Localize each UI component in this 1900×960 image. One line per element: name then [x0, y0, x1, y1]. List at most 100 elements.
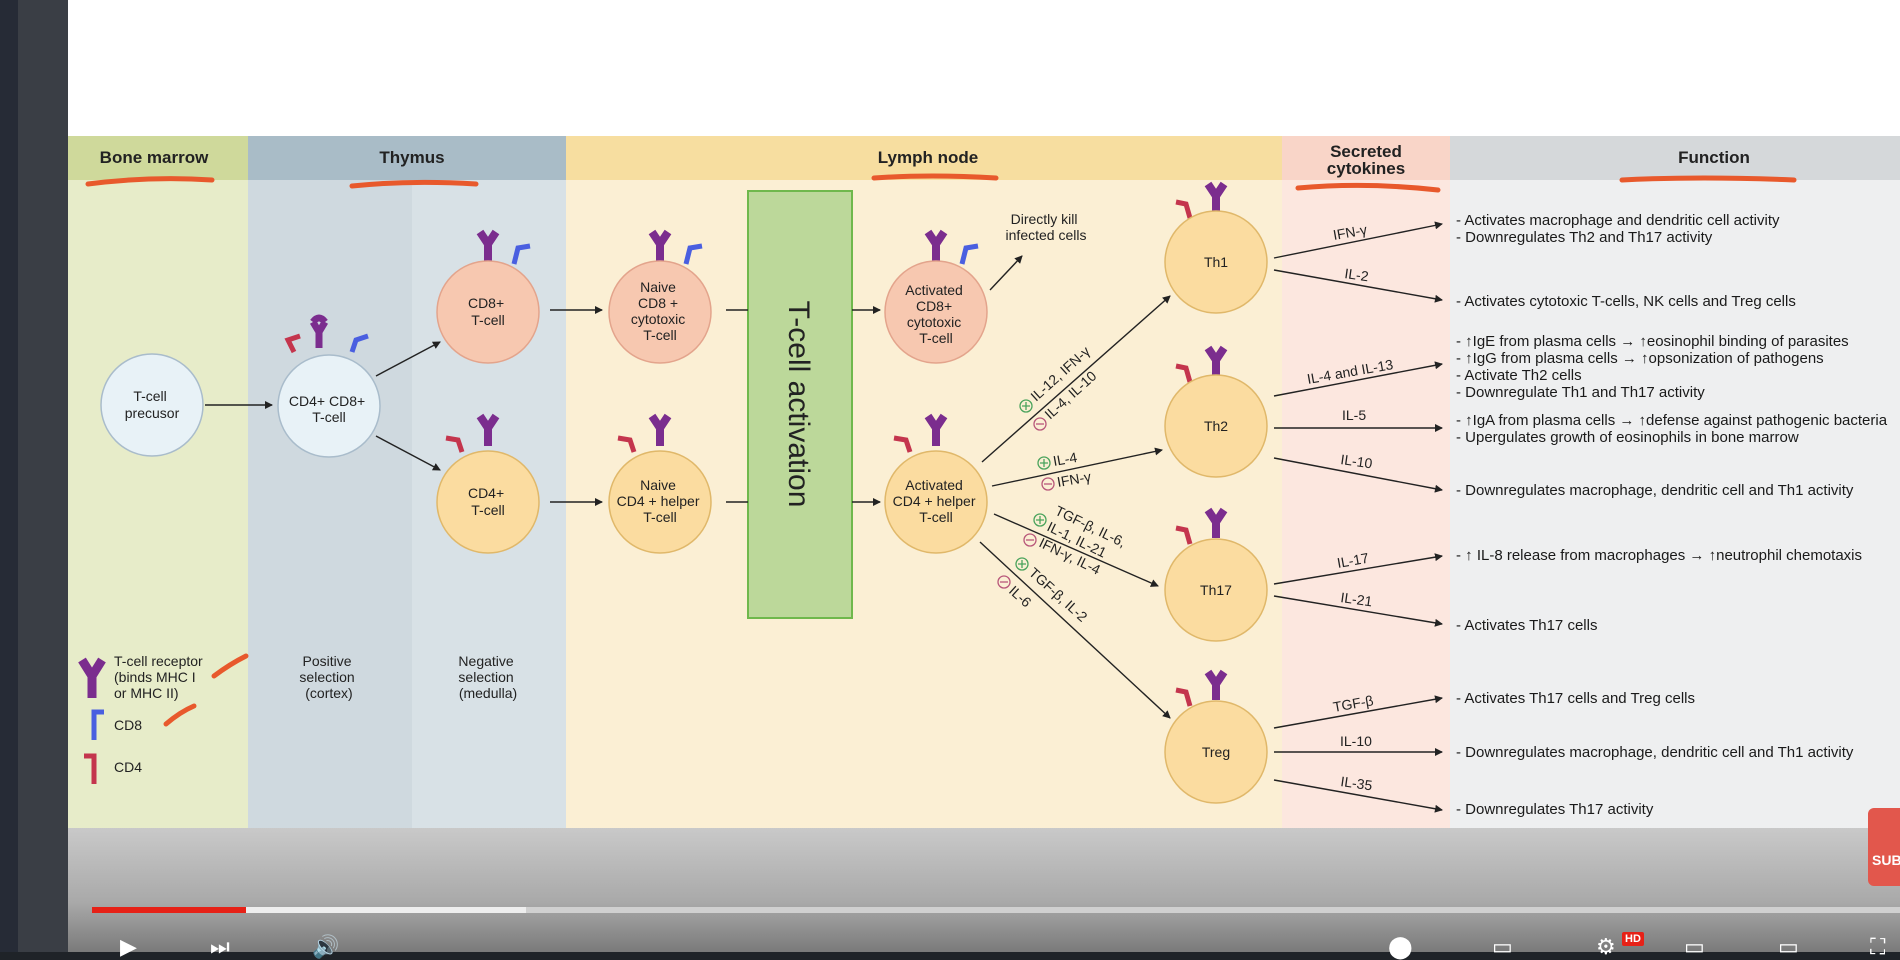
- hd-badge: HD: [1622, 932, 1644, 946]
- t-cell-activation-label: T-cell activation: [782, 301, 815, 508]
- legend-annotation-2: [163, 703, 197, 727]
- arrow-dp-to-cd8: [375, 341, 441, 377]
- plus-icon: [1022, 402, 1030, 410]
- precursor-label: T-cell precusor: [125, 388, 180, 421]
- arrow-to-treg: [979, 541, 1171, 719]
- arrow-il4: [1273, 361, 1443, 397]
- double-positive-label: CD4+ CD8+ T-cell: [289, 393, 369, 425]
- naive-cd4-cell: [608, 450, 712, 554]
- underline-function: [1619, 175, 1797, 183]
- th2-inhibitors: IFN-γ: [1056, 468, 1092, 490]
- function-list: - Activates macrophage and dendritic cel…: [1456, 212, 1888, 818]
- tcr-icon: [476, 413, 500, 446]
- arrow-tgf: [1273, 695, 1443, 729]
- function-item: - ↑IgE from plasma cells → ↑eosinophil b…: [1456, 333, 1849, 350]
- volume-icon[interactable]: 🔊: [312, 934, 340, 959]
- cd8-legend-label: CD8: [114, 717, 142, 733]
- arrow-to-th1: [981, 295, 1171, 463]
- cd4-icon: [1175, 687, 1193, 707]
- tcr-icon: [648, 413, 672, 446]
- treg-cell: [1164, 700, 1268, 804]
- receptor-icons: [284, 181, 1228, 707]
- function-item: - Downregulates Th2 and Th17 activity: [1456, 229, 1713, 246]
- t-cell-activation-box: [747, 190, 853, 619]
- cd8-icon: [349, 333, 369, 353]
- theater-mode-icon[interactable]: ▭: [1778, 934, 1799, 959]
- function-item: - ↑IgA from plasma cells → ↑defense agai…: [1456, 412, 1888, 429]
- arrow-il17: [1273, 553, 1443, 585]
- cd4-icon: [445, 435, 465, 453]
- underline-lymph-node: [871, 173, 999, 181]
- tcr-icon: [1204, 181, 1228, 212]
- th1-cell: [1164, 210, 1268, 314]
- fullscreen-icon[interactable]: ⛶: [1870, 934, 1886, 959]
- play-icon[interactable]: ▶: [120, 934, 137, 959]
- browser-sidebar: [0, 0, 18, 952]
- tcr-icon: [309, 314, 329, 348]
- plus-icon: [1018, 560, 1026, 568]
- cd4-icon: [893, 435, 913, 453]
- cd4-icon: [1175, 525, 1193, 545]
- positive-selection-label: Positive selection (cortex): [299, 653, 358, 701]
- cd8-cell: [436, 260, 540, 364]
- cd4-icon: [1175, 199, 1193, 219]
- video-frame-bottom: [68, 828, 1900, 952]
- activated-cd8-label: Activated CD8+ cytotoxic T-cell: [905, 282, 966, 346]
- cytokine-il10: IL-10: [1340, 451, 1374, 471]
- naive-cd8-cell: [608, 260, 712, 364]
- minus-icon: [997, 575, 1011, 589]
- receptor-legend: T-cell receptor (binds MHC I or MHC II) …: [78, 653, 203, 784]
- pathway-arrows: [205, 221, 1443, 813]
- arrow-to-th2: [991, 447, 1163, 487]
- naive-cd8-label: Naive CD8 + cytotoxic T-cell: [631, 279, 689, 343]
- cytokine-il17: IL-17: [1336, 550, 1370, 571]
- function-item: - Downregulate Th1 and Th17 activity: [1456, 384, 1705, 401]
- function-item: - ↑IgG from plasma cells → ↑opsonization…: [1456, 350, 1824, 367]
- function-column: [1450, 136, 1900, 828]
- underline-cytokines: [1295, 182, 1441, 193]
- header-lymph-node: Lymph node: [878, 148, 978, 167]
- autoplay-toggle-icon[interactable]: ⬤: [1388, 934, 1413, 959]
- video-progress-played: [92, 907, 246, 913]
- header-cytokines: cytokines: [1327, 159, 1405, 178]
- arrow-to-th17: [993, 513, 1159, 587]
- cytokine-header-band: [1282, 136, 1450, 180]
- cytokine-il35: IL-35: [1340, 773, 1374, 793]
- cd4-label: CD4+ T-cell: [468, 485, 508, 518]
- subscribe-button[interactable]: SUBS: [1868, 808, 1900, 886]
- plus-icon: [1040, 459, 1048, 467]
- video-progress-track[interactable]: [92, 907, 1900, 913]
- cytokine-il5: IL-5: [1342, 407, 1366, 423]
- cd4-cell: [436, 450, 540, 554]
- settings-icon[interactable]: ⚙: [1596, 934, 1616, 959]
- arrow-il35: [1273, 779, 1443, 813]
- miniplayer-icon[interactable]: ▭: [1684, 934, 1705, 959]
- double-positive-cell: [277, 354, 381, 458]
- tcr-icon: [476, 229, 500, 262]
- cd4-legend-icon: [84, 753, 97, 784]
- cd4-icon: [1175, 363, 1193, 383]
- tcr-icon: [648, 229, 672, 262]
- treg-label: Treg: [1202, 744, 1230, 760]
- minus-icon: [1023, 533, 1037, 547]
- next-icon[interactable]: ⏭: [210, 934, 230, 959]
- legend-annotation-1: [211, 653, 249, 679]
- tcr-icon: [924, 229, 948, 262]
- header-secreted: Secreted: [1330, 142, 1402, 161]
- tcr-icon: [1204, 345, 1228, 376]
- directly-kill-label: Directly kill infected cells: [1006, 211, 1087, 243]
- video-left-margin: [18, 0, 68, 952]
- activated-cd8-cell: [884, 260, 988, 364]
- cytokine-tgf: TGF-β: [1332, 692, 1375, 715]
- arrow-ifn: [1273, 221, 1443, 259]
- subtitles-icon[interactable]: ▭: [1492, 934, 1513, 959]
- cd4-icon: [617, 435, 637, 453]
- function-item: - Activate Th2 cells: [1456, 367, 1582, 384]
- arrow-dp-to-cd4: [375, 435, 441, 471]
- minus-icon: [1033, 417, 1047, 431]
- header-bone-marrow: Bone marrow: [100, 148, 209, 167]
- function-item: - Downregulates macrophage, dendritic ce…: [1456, 482, 1854, 499]
- th2-label: Th2: [1204, 418, 1228, 434]
